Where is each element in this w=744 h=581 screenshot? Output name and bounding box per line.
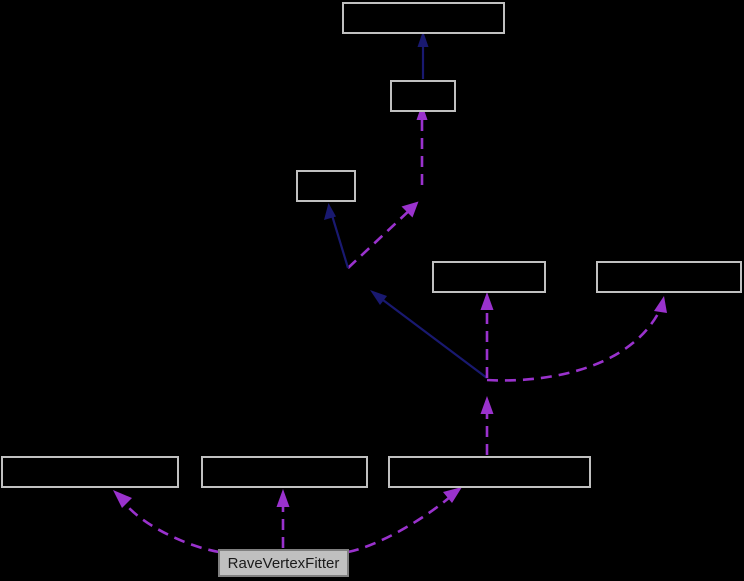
- edge-subject-to-left: [113, 490, 220, 554]
- edge-hub2-to-hub1: [370, 290, 488, 379]
- node-bottom-mid[interactable]: [201, 456, 368, 488]
- node-rave-vertex-fitter[interactable]: RaveVertexFitter: [218, 549, 349, 577]
- edge-hub2-to-mid-right: [486, 296, 667, 382]
- node-top[interactable]: [342, 2, 505, 34]
- edge-subject-to-mid: [276, 489, 290, 548]
- node-third[interactable]: [296, 170, 356, 202]
- edge-subject-to-right: [347, 487, 462, 554]
- node-mid-center[interactable]: [432, 261, 546, 293]
- edge-hub1-to-third: [324, 203, 350, 269]
- edge-hub2-to-mid-center: [480, 292, 494, 378]
- edge-second-to-top: [417, 31, 429, 79]
- node-rave-vertex-fitter-label: RaveVertexFitter: [228, 555, 340, 572]
- edge-bottom-right-to-hub2: [480, 396, 494, 455]
- node-second[interactable]: [390, 80, 456, 112]
- node-mid-right[interactable]: [596, 261, 742, 293]
- edge-hub1-to-second: [347, 104, 428, 269]
- node-bottom-right[interactable]: [388, 456, 591, 488]
- node-bottom-left[interactable]: [1, 456, 179, 488]
